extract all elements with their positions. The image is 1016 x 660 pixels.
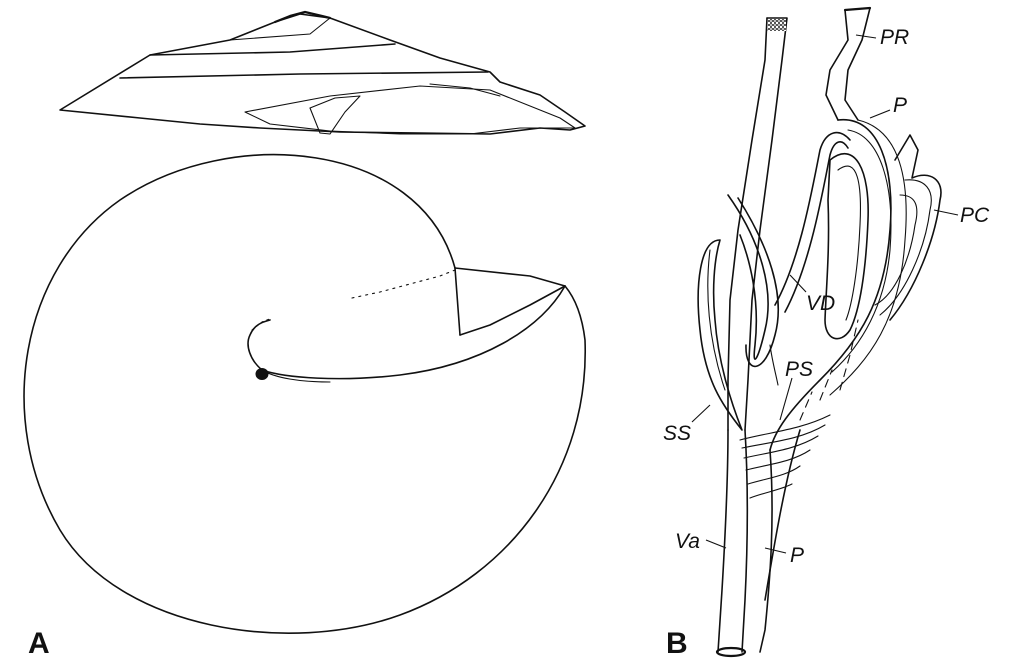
label-pc: PC [960, 204, 990, 227]
shell-apical-view [24, 155, 585, 634]
label-ss: SS [663, 422, 691, 445]
penial-retractor [826, 8, 870, 120]
panel-a-shell-illustration: A [24, 12, 585, 660]
vas-deferens-loop [728, 133, 850, 385]
stimulator-sac [698, 240, 742, 430]
penis-body [770, 120, 906, 450]
label-p-upper: P [893, 94, 907, 117]
panel-b-genitalia-illustration: PR P PC VD PS SS Va P B [663, 8, 990, 660]
label-pr: PR [880, 26, 909, 49]
label-va: Va [675, 530, 700, 553]
label-p-lower: P [790, 544, 804, 567]
lower-ducts [717, 415, 830, 656]
panel-label-b: B [666, 627, 688, 660]
label-ps: PS [785, 358, 813, 381]
left-long-duct [728, 18, 787, 430]
shell-side-view [60, 12, 585, 134]
panel-label-a: A [28, 627, 50, 660]
label-vd: VD [806, 292, 835, 315]
